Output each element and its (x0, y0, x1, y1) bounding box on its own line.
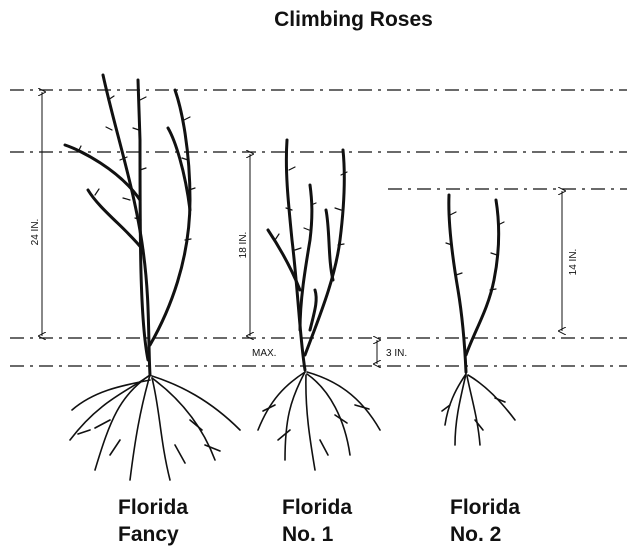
grade-label-line1: Florida (282, 494, 352, 521)
thorns (78, 96, 195, 240)
plant-florida-no2 (442, 195, 515, 445)
grade-label-line2: No. 2 (450, 521, 520, 548)
grade-label-florida-no1: Florida No. 1 (282, 494, 352, 548)
grade-label-line1: Florida (450, 494, 520, 521)
grade-label-line2: Fancy (118, 521, 188, 548)
canes (65, 75, 190, 375)
canes (449, 195, 499, 372)
label-18in: 18 IN. (238, 232, 249, 259)
roots (258, 372, 380, 470)
roots (70, 375, 240, 480)
label-14in: 14 IN. (568, 249, 579, 276)
roots (442, 374, 515, 445)
grade-label-florida-fancy: Florida Fancy (118, 494, 188, 548)
plant-florida-no1 (258, 140, 380, 470)
label-3in: 3 IN. (386, 348, 407, 359)
grade-label-line2: No. 1 (282, 521, 352, 548)
grade-label-florida-no2: Florida No. 2 (450, 494, 520, 548)
grade-label-line1: Florida (118, 494, 188, 521)
plant-florida-fancy (65, 75, 240, 480)
canes (268, 140, 344, 370)
label-24in: 24 IN. (30, 219, 41, 246)
label-max: MAX. (252, 348, 276, 359)
reference-lines (10, 90, 627, 366)
